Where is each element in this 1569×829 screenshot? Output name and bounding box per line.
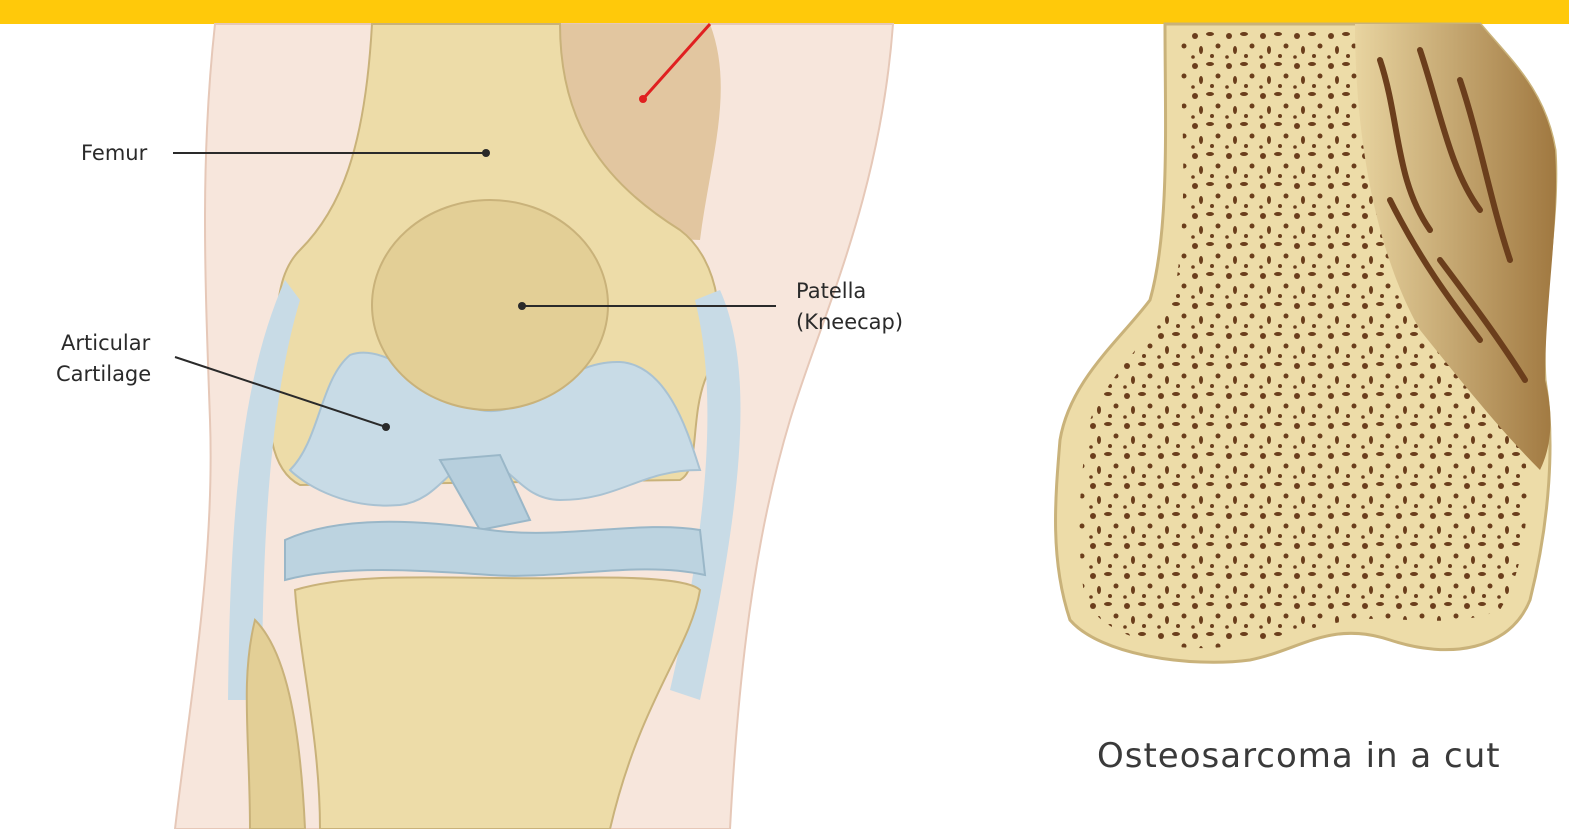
cartilage-label-line2: Cartilage [56, 359, 151, 390]
cartilage-label-line1: Articular [61, 328, 150, 359]
femur-label: Femur [81, 138, 147, 169]
caption: Osteosarcoma in a cut [1097, 736, 1501, 776]
patella-pointer-dot [518, 302, 526, 310]
red-pointer-dot [639, 95, 647, 103]
knee-diagram [175, 24, 893, 829]
cartilage-pointer-dot [382, 423, 390, 431]
patella-label-line2: (Kneecap) [796, 307, 903, 338]
femur-pointer-dot [482, 149, 490, 157]
patella-label-line1: Patella [796, 276, 866, 307]
osteosarcoma-bone-section [1056, 24, 1556, 662]
